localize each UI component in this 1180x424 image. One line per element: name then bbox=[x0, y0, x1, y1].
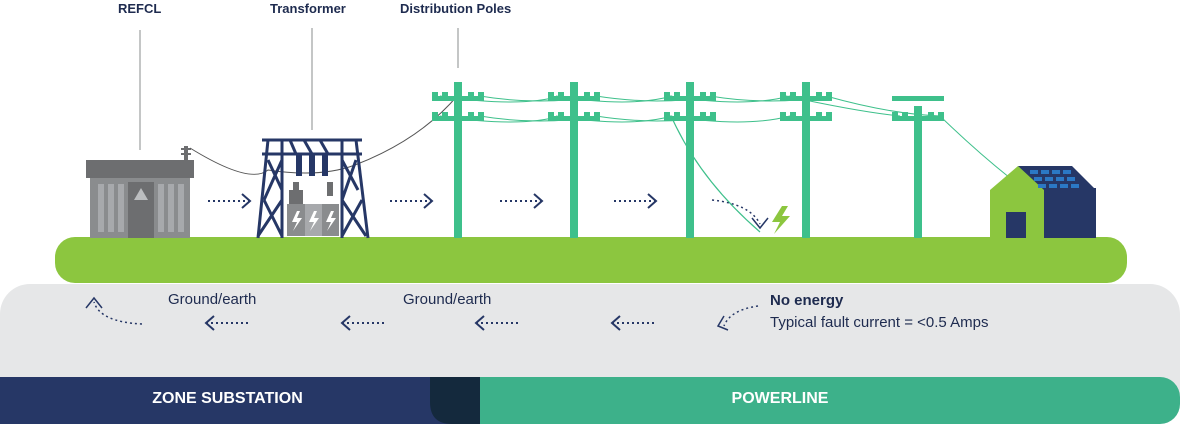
dotted-arrow-left-icon bbox=[204, 315, 248, 331]
grass-strip bbox=[55, 237, 1127, 283]
power-pole-icon bbox=[780, 82, 832, 238]
power-pole-icon bbox=[892, 96, 944, 238]
power-pole-icon bbox=[432, 82, 484, 238]
ground-earth-label-1: Ground/earth bbox=[168, 291, 257, 308]
distribution-poles-label: Distribution Poles bbox=[400, 1, 512, 16]
transformer-label: Transformer bbox=[270, 1, 346, 16]
bar-divider bbox=[430, 377, 480, 424]
fault-arrow bbox=[711, 199, 761, 225]
overhead-wires bbox=[439, 95, 1011, 233]
fault-current-label: Typical fault current = <0.5 Amps bbox=[770, 314, 989, 331]
dotted-arrow-right-icon bbox=[208, 193, 252, 209]
zone-substation-bar bbox=[0, 377, 470, 424]
bottom-bar bbox=[0, 377, 1180, 424]
dotted-arrow-left-icon bbox=[340, 315, 384, 331]
dotted-arrow-right-icon bbox=[500, 193, 544, 209]
dotted-arrow-left-icon bbox=[474, 315, 518, 331]
dotted-arrow-left-icon bbox=[610, 315, 654, 331]
transformer-tower-icon bbox=[256, 138, 370, 239]
distribution-poles bbox=[432, 82, 944, 238]
return-to-substation-arrow bbox=[93, 301, 143, 325]
lightning-bolt-icon bbox=[772, 206, 790, 234]
dotted-arrow-right-icon bbox=[390, 193, 434, 209]
earth-return-arrows bbox=[204, 315, 654, 331]
substation-building-icon bbox=[86, 146, 194, 238]
powerline-label: POWERLINE bbox=[731, 390, 829, 407]
powerline-bar bbox=[470, 377, 1180, 424]
ground-earth-label-2: Ground/earth bbox=[403, 291, 492, 308]
refcl-label: REFCL bbox=[118, 1, 162, 16]
dotted-arrow-right-icon bbox=[614, 193, 658, 209]
power-pole-icon bbox=[664, 82, 716, 238]
house-with-solar-panels-icon bbox=[990, 166, 1096, 238]
power-pole-icon bbox=[548, 82, 600, 238]
transformer-units bbox=[287, 154, 339, 236]
no-energy-label: No energy bbox=[770, 292, 844, 309]
zone-substation-label: ZONE SUBSTATION bbox=[152, 390, 303, 407]
current-flow-arrows bbox=[208, 193, 658, 209]
